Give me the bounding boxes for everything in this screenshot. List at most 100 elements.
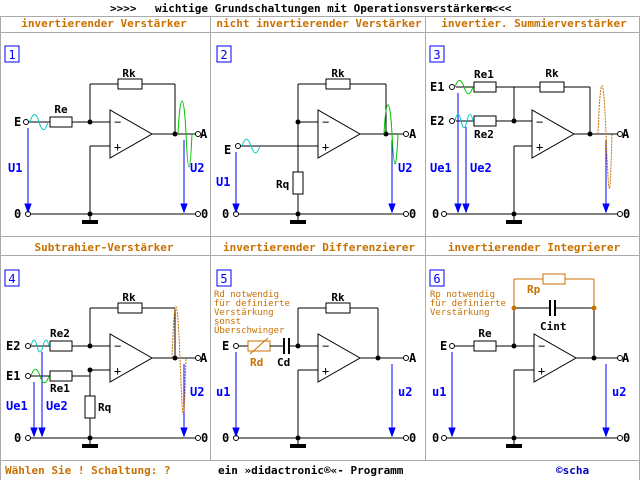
label-rd-5: Rd <box>250 356 263 369</box>
cell3-title: invertier. Summierverstärker <box>441 17 627 30</box>
label-e2-3: E2 <box>430 114 444 128</box>
note-cell5: Rd notwendig für definierte Verstärkung … <box>214 291 290 336</box>
circuit-element <box>24 203 32 214</box>
circuit-element <box>87 367 93 373</box>
terminal-zero-2b <box>403 211 409 217</box>
label-u1-6: u1 <box>432 385 446 399</box>
circuit-element <box>295 343 301 349</box>
label-plus-3: + <box>536 140 543 154</box>
circuit-element <box>180 427 188 438</box>
note-line: Verstärkung <box>430 308 490 318</box>
terminal-zero-6b <box>617 435 623 441</box>
circuit-element <box>172 131 178 137</box>
label-ue2-4: Ue2 <box>46 399 68 413</box>
label-zero-1a: 0 <box>14 207 21 221</box>
label-re2-4: Re2 <box>50 327 70 340</box>
terminal-e2-4 <box>25 343 31 349</box>
label-plus-5: + <box>322 364 329 378</box>
label-a-2: A <box>409 127 417 141</box>
label-zero-2b: 0 <box>409 207 416 221</box>
label-e-6: E <box>440 339 447 353</box>
input-wave-4b <box>30 368 50 384</box>
circuit-element <box>25 343 201 441</box>
circuit-element <box>591 355 597 361</box>
circuit-5 <box>236 302 404 448</box>
circuit-element <box>454 203 462 214</box>
circuit-element <box>317 109 362 159</box>
title-bar: >>>> wichtige Grundschaltungen mit Opera… <box>0 0 640 17</box>
circuit-element <box>292 171 304 195</box>
cell6-title: invertierender Integrierer <box>447 241 621 254</box>
label-e2-4: E2 <box>6 339 20 353</box>
circuit-element <box>30 427 38 438</box>
number-5: 5 <box>220 272 227 286</box>
label-rk-2: Rk <box>331 67 345 80</box>
copyright: ©scha <box>556 464 590 477</box>
circuit-element <box>539 81 565 93</box>
number-box-3 <box>429 45 445 63</box>
input-wave-4a <box>30 339 50 353</box>
number-3: 3 <box>433 48 440 62</box>
label-u2-4: U2 <box>190 385 204 399</box>
circuit-element <box>454 93 610 214</box>
label-rq-4: Rq <box>98 401 111 414</box>
circuit-3 <box>446 81 618 224</box>
label-zero-6a: 0 <box>432 431 439 445</box>
circuit-element <box>49 370 73 382</box>
circuit-element <box>49 116 73 128</box>
number-box-1 <box>4 45 20 63</box>
label-rk-5: Rk <box>331 291 345 304</box>
circuit-element <box>511 118 593 217</box>
circuit-element <box>23 119 201 217</box>
circuit-6 <box>444 300 618 448</box>
circuit-element <box>117 302 143 314</box>
number-box-4 <box>4 269 20 287</box>
output-wave-4 <box>171 306 187 415</box>
title-suffix: <<<< <box>485 2 512 15</box>
circuit-element <box>388 427 396 438</box>
circuit-2 <box>236 78 404 224</box>
label-e-5: E <box>222 339 229 353</box>
note-line: Verstärkung <box>214 308 274 318</box>
label-a-4: A <box>200 351 208 365</box>
circuit-element <box>473 115 497 127</box>
label-rk-3: Rk <box>545 67 559 80</box>
circuit-element <box>375 355 381 361</box>
circuit-element <box>109 333 154 383</box>
number-box-6 <box>429 269 445 287</box>
selection-prompt[interactable]: Wählen Sie ! Schaltung: ? <box>5 464 171 477</box>
circuit-element <box>542 273 566 285</box>
label-u2-6: u2 <box>612 385 626 399</box>
circuit-element <box>531 109 576 159</box>
label-plus-2: + <box>322 140 329 154</box>
label-a-5: A <box>409 351 417 365</box>
circuit-element <box>232 203 240 214</box>
terminal-a-6 <box>617 355 623 361</box>
output-wave-3 <box>597 85 613 189</box>
label-a-1: A <box>200 127 208 141</box>
input-wave-1 <box>29 114 49 130</box>
label-rq-2: Rq <box>276 178 289 191</box>
number-6: 6 <box>433 272 440 286</box>
circuit-element <box>325 78 351 90</box>
terminal-e2-3 <box>449 118 455 124</box>
circuit-element <box>587 131 593 137</box>
label-u2-1: U2 <box>190 161 204 175</box>
circuit-element <box>87 343 178 441</box>
label-minus-4: − <box>114 339 121 353</box>
cell2-title: nicht invertierender Verstärker <box>216 17 422 30</box>
terminal-e-2 <box>235 143 241 149</box>
label-u1-5: u1 <box>216 385 230 399</box>
label-re-6: Re <box>478 327 492 340</box>
label-zero-4b: 0 <box>201 431 208 445</box>
label-zero-5a: 0 <box>222 431 229 445</box>
note-line: Rd notwendig <box>214 290 280 300</box>
terminal-e-6 <box>449 343 455 349</box>
output-wave-2 <box>383 104 399 165</box>
terminal-zero-3b <box>617 211 623 217</box>
circuit-element <box>87 435 93 441</box>
circuit-element <box>388 203 396 214</box>
label-e-1: E <box>14 115 21 129</box>
label-minus-2: − <box>322 115 329 129</box>
